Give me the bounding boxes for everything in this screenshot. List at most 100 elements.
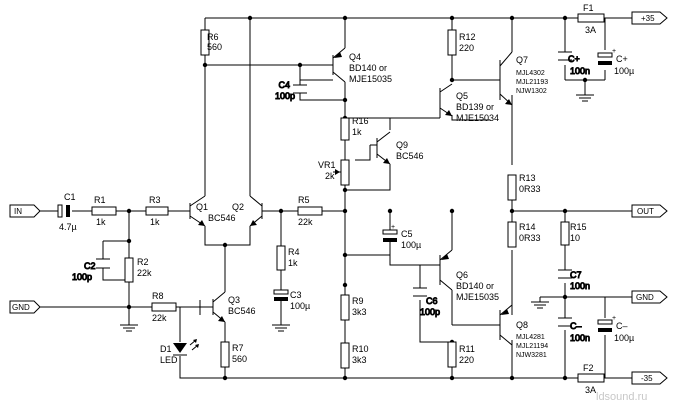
r8-ref: R8 [152,291,164,301]
transistor-q2: Q2 [232,195,263,227]
port-pos-rail: +35 [631,11,668,25]
q7-part2: MJL21193 [516,79,548,86]
capacitor-cm2: + C– 100µ [597,315,634,343]
r7-ref: R7 [232,343,244,353]
r2-value: 22k [137,268,152,278]
c3-value: 100µ [290,301,310,311]
resistor-r10: R10 3k3 [340,342,369,369]
c4-ref: C4 [278,80,290,90]
c2-value: 100p [72,272,92,282]
capacitor-c5: + C5 100µ [382,224,421,250]
q8-part2: MJL21194 [516,343,548,350]
q5-part2: MJE15034 [456,113,499,123]
q6-part2: MJE15035 [456,292,499,302]
r12-value: 220 [459,43,474,53]
q8-ref: Q8 [516,320,528,330]
resistor-r6: R6 560 [200,29,222,56]
port-out-label: OUT [637,207,654,216]
transistor-q3: Q3 BC546 [205,291,256,323]
resistor-r5: R5 22k [297,195,323,227]
resistor-r1: R1 1k [91,195,117,227]
r12-ref: R12 [459,32,476,42]
q6-part1: BD140 or [456,281,494,291]
c5-ref: C5 [401,229,413,239]
cp1-ref: C+ [568,54,580,64]
capacitor-c3: C3 100µ [273,289,310,311]
resistor-r14: R14 0R33 [507,221,541,248]
r3-ref: R3 [149,195,161,205]
capacitor-c2: C2 100p [72,258,110,283]
r5-value: 22k [298,217,313,227]
q7-part3: NJW1302 [516,88,547,95]
c5-plus: + [391,224,395,231]
resistor-r2: R2 22k [124,257,152,283]
c6-value: 100p [420,307,440,317]
port-out: OUT [631,204,668,218]
r11-value: 220 [459,355,474,365]
transistor-q8: Q8 MJL4281 MJL21194 NJW3281 [499,300,548,378]
c2-ref: C2 [84,261,96,271]
resistor-r4: R4 1k [276,245,300,271]
watermark: ldsound.ru [596,391,647,403]
ground-symbols [120,94,594,332]
r2-ref: R2 [137,257,149,267]
cp1-value: 100n [570,66,590,76]
resistor-r11: R11 220 [447,341,475,368]
capacitor-cp2: + C+ 100µ [597,48,634,76]
cp2-plus: + [612,48,616,55]
capacitor-c1: C1 4.7µ [57,192,77,232]
capacitor-c6: C6 100p [413,287,441,318]
r13-ref: R13 [519,173,536,183]
c7-value: 100n [570,281,590,291]
q8-part3: NJW3281 [516,352,547,359]
resistor-r15: R15 10 [560,221,587,246]
capacitor-cp1: C+ 100n [558,51,591,77]
transistor-q5: Q5 BD139 or MJE15034 [439,83,499,123]
transistor-q6: Q6 BD140 or MJE15035 [439,249,499,302]
capacitor-c4: C4 100p [275,80,307,102]
c4-value: 100p [275,91,295,101]
cm2-value: 100µ [614,333,634,343]
q7-part1: MJL4302 [516,70,545,77]
led-d1: D1 LED [160,339,199,365]
port-gnd-left-label: GND [12,303,30,312]
transistor-q4: Q4 BD140 or MJE15035 [332,40,392,88]
cm2-ref: C– [616,321,628,331]
q1-ref: Q1 [196,202,208,212]
q6-ref: Q6 [456,270,468,280]
fuse-f2-ref: F2 [583,363,594,373]
r6-value: 560 [207,42,222,52]
r8-value: 22k [152,313,167,323]
r6-ref: R6 [207,32,219,42]
c1-value: 4.7µ [59,222,77,232]
r5-ref: R5 [298,195,310,205]
port-pos-rail-label: +35 [641,14,655,23]
port-neg-rail: -35 [631,371,668,385]
capacitor-cm1: C– 100n [558,317,591,344]
port-in-label: IN [14,207,22,216]
r15-value: 10 [570,233,580,243]
r16-ref: R16 [352,116,369,126]
cp2-value: 100µ [614,66,634,76]
resistor-r13: R13 0R33 [507,173,541,201]
resistor-r9: R9 3k3 [340,294,367,321]
r14-ref: R14 [519,222,536,232]
port-gnd-right: GND [631,290,668,304]
q1q2-part: BC546 [208,213,236,223]
d1-ref: D1 [160,344,172,354]
c5-value: 100µ [401,240,421,250]
d1-value: LED [160,355,178,365]
r4-ref: R4 [288,247,300,257]
r9-ref: R9 [352,296,364,306]
fuse-f2-value: 3A [585,385,596,395]
q4-part1: BD140 or [349,63,387,73]
resistor-r16: R16 1k [340,116,369,141]
fuse-f1-ref: F1 [583,3,594,13]
fuse-f2: F2 3A [577,363,605,395]
q9-part: BC546 [396,151,424,161]
q7-ref: Q7 [516,55,528,65]
c3-ref: C3 [290,290,302,300]
cm1-ref: C– [570,321,582,331]
r1-ref: R1 [94,195,106,205]
vr1-value: 2k [325,171,335,181]
